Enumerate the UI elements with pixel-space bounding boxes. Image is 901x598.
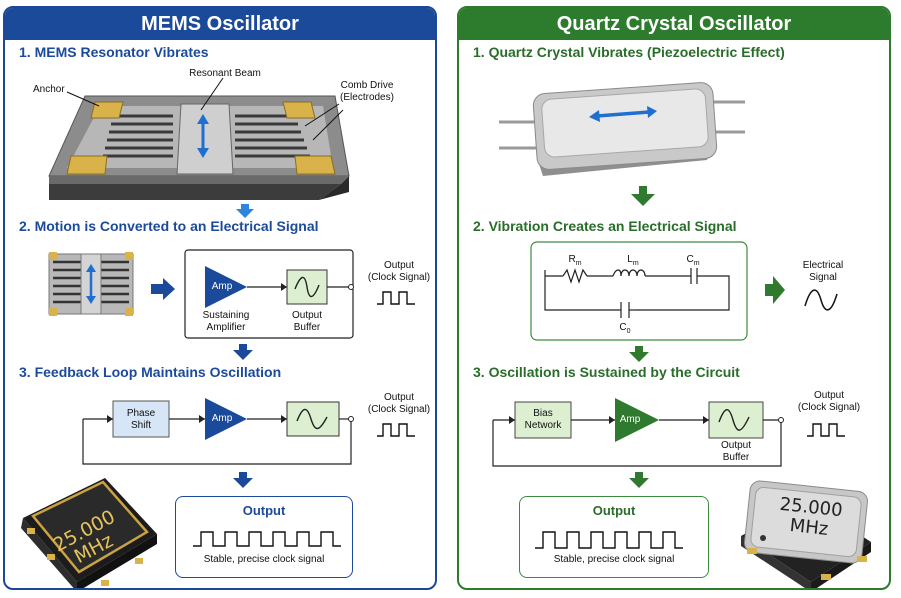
c0-sub: 0 [626, 328, 631, 335]
quartz-chip-package [741, 480, 871, 588]
mems-right-arrow [151, 278, 175, 300]
quartz-step1-title: 1. Quartz Crystal Vibrates (Piezoelectri… [473, 44, 785, 60]
clock-signal3-label: (Clock Signal) [367, 404, 431, 415]
quartz-clock-wave [807, 423, 845, 437]
mems-buffer3-box [286, 401, 340, 437]
mems-amp3-triangle [205, 398, 247, 440]
mems-amp-triangle [205, 266, 247, 308]
mems-phase-box [112, 400, 170, 438]
mems-graphics [21, 77, 415, 588]
electrodes-label: (Electrodes) [340, 92, 394, 103]
clock-signal-label: (Clock Signal) [367, 272, 431, 283]
quartz-buffer-box [708, 401, 764, 439]
mems-clock-wave-3 [377, 423, 415, 437]
c0-label: C0 [617, 322, 633, 338]
quartz-bias-box [514, 401, 572, 439]
quartz-step2-title: 2. Vibration Creates an Electrical Signa… [473, 218, 737, 234]
quartz-amp-triangle [615, 398, 659, 442]
rm-label: Rm [567, 254, 583, 270]
output-buffer-label-1: Output [291, 310, 323, 321]
mems-clock-wave-2 [377, 291, 415, 305]
mems-output-wave [193, 531, 341, 547]
output-buffer-label-2: Buffer [293, 322, 321, 333]
amplifier-label: Amplifier [206, 322, 246, 333]
quartz-arrow-3 [629, 472, 649, 488]
quartz-right-arrow [765, 276, 785, 304]
mems-mini-resonator [48, 252, 134, 316]
mems-chip-package [21, 478, 157, 588]
output-head-label: Output [383, 260, 415, 271]
quartz-output-box: Output Stable, precise clock signal [519, 496, 709, 578]
mems-panel: MEMS Oscillator [3, 6, 437, 590]
quartz-arrow-1 [631, 186, 655, 206]
quartz-equivalent-circuit [544, 268, 730, 318]
mems-step2-title: 2. Motion is Converted to an Electrical … [19, 218, 319, 234]
anchor-label: Anchor [33, 84, 65, 95]
lm-label: Lm [625, 254, 641, 270]
amp-label: Amp [211, 281, 233, 292]
quartz-step3-title: 3. Oscillation is Sustained by the Circu… [473, 364, 740, 380]
quartz-output-label: Output [813, 390, 845, 401]
mems-arrow-3 [233, 472, 253, 488]
quartz-crystal-can [499, 82, 745, 176]
mems-output-subtitle: Stable, precise clock signal [203, 554, 325, 565]
cm-text: C [686, 254, 694, 265]
mems-output-title: Output [242, 503, 286, 518]
output3-label: Output [383, 392, 415, 403]
network-label: Network [524, 420, 562, 431]
quartz-output-wave [535, 531, 683, 549]
quartz-output-title: Output [592, 503, 636, 518]
mems-arrow-2 [233, 344, 253, 360]
mems-resonator-chip [48, 77, 350, 200]
cm-label: Cm [685, 254, 701, 270]
mems-step3-title: 3. Feedback Loop Maintains Oscillation [19, 364, 282, 380]
c0-text: C [619, 322, 627, 333]
comb-drive-label: Comb Drive [340, 80, 394, 91]
mems-title: MEMS Oscillator [5, 8, 435, 40]
quartz-graphics [492, 82, 871, 588]
sustaining-label: Sustaining [202, 310, 250, 321]
electrical-label: Electrical [802, 260, 844, 271]
quartz-panel: Quartz Crystal Oscillator [457, 6, 891, 590]
mems-output-box: Output Stable, precise clock signal [175, 496, 353, 578]
phase-label: Phase [126, 408, 156, 419]
shift-label: Shift [130, 420, 151, 431]
quartz-clock-label: (Clock Signal) [797, 402, 861, 413]
resonant-beam-label: Resonant Beam [189, 68, 261, 79]
quartz-output-subtitle: Stable, precise clock signal [553, 554, 675, 565]
mems-arrow-1 [236, 204, 254, 218]
rm-sub: m [575, 260, 582, 267]
amp3-label: Amp [211, 413, 233, 424]
quartz-output-buffer-2: Buffer [722, 452, 750, 463]
quartz-output-buffer-1: Output [720, 440, 752, 451]
lm-sub: m [632, 260, 639, 267]
quartz-amp-label: Amp [619, 414, 641, 425]
signal-label: Signal [809, 272, 837, 283]
bias-label: Bias [533, 408, 553, 419]
cm-sub: m [693, 260, 700, 267]
rm-text: R [568, 254, 576, 265]
quartz-sine-wave [804, 289, 838, 311]
lm-text: L [627, 254, 633, 265]
quartz-arrow-2 [629, 346, 649, 362]
mems-step1-title: 1. MEMS Resonator Vibrates [19, 44, 209, 60]
quartz-title: Quartz Crystal Oscillator [459, 8, 889, 40]
quartz-circuit-box [530, 241, 748, 341]
